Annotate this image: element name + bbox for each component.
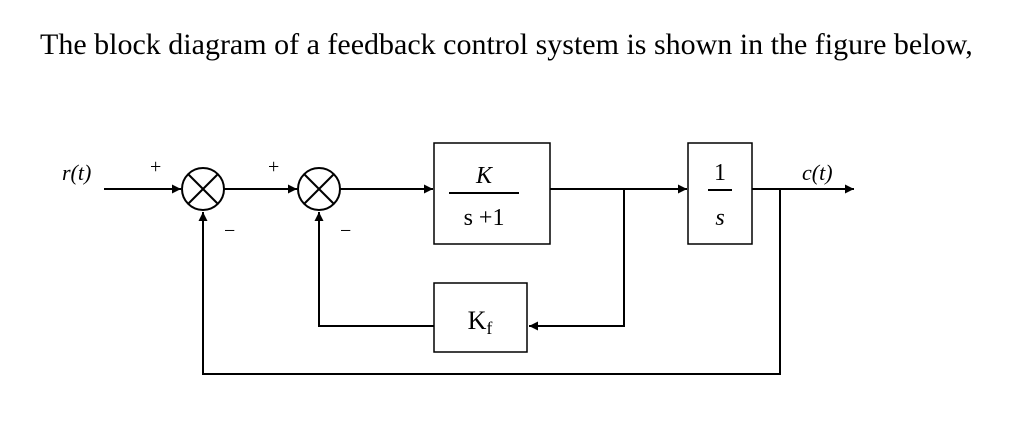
feedback-block-label-main: K [468, 306, 487, 335]
sum2-plus-sign: + [268, 156, 279, 178]
forward-block [433, 142, 551, 245]
feedback-block [433, 282, 528, 353]
forward-block-denominator: s +1 [464, 205, 505, 231]
page-heading: The block diagram of a feedback control … [40, 28, 973, 61]
inner-feedback-return [314, 212, 434, 327]
output-label: c(t) [802, 160, 833, 185]
forward-block-numerator: K [475, 163, 494, 189]
summing-junction-1 [181, 167, 225, 211]
sum1-minus-sign: − [224, 220, 235, 242]
summing-junction-2 [297, 167, 341, 211]
feedback-block-label-sub: f [486, 318, 492, 338]
inner-feedback-tap [529, 189, 625, 331]
integrator-block [687, 142, 753, 245]
input-label: r(t) [62, 160, 91, 185]
sum2-minus-sign: − [340, 220, 351, 242]
sum1-plus-sign: + [150, 156, 161, 178]
integrator-denominator: s [715, 205, 724, 231]
integrator-numerator: 1 [714, 160, 726, 186]
feedback-block-label: Kf [468, 306, 493, 338]
outer-feedback-path [198, 189, 781, 375]
